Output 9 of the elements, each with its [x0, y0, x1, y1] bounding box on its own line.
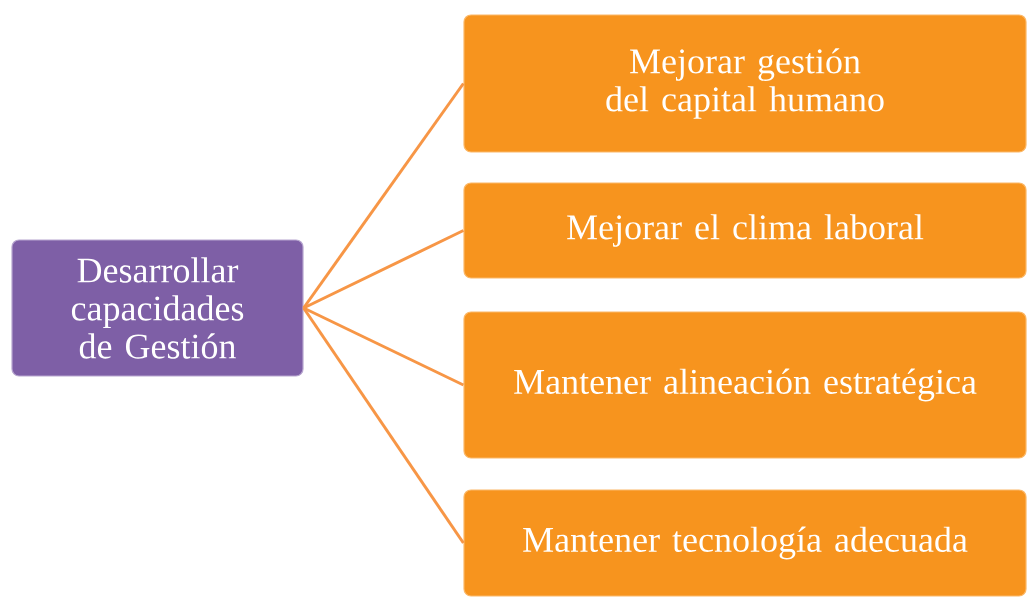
goal-box: Desarrollar capacidades de Gestión [11, 239, 304, 377]
connector-line [302, 82, 465, 309]
objective-box: Mejorar gestión del capital humano [463, 14, 1027, 153]
objective-box: Mantener tecnología adecuada [463, 489, 1027, 597]
connector-line [302, 229, 465, 310]
objective-box: Mejorar el clima laboral [463, 182, 1027, 279]
connector-line [302, 307, 465, 544]
objective-box: Mantener alineación estratégica [463, 311, 1027, 459]
connector-line [302, 306, 465, 387]
